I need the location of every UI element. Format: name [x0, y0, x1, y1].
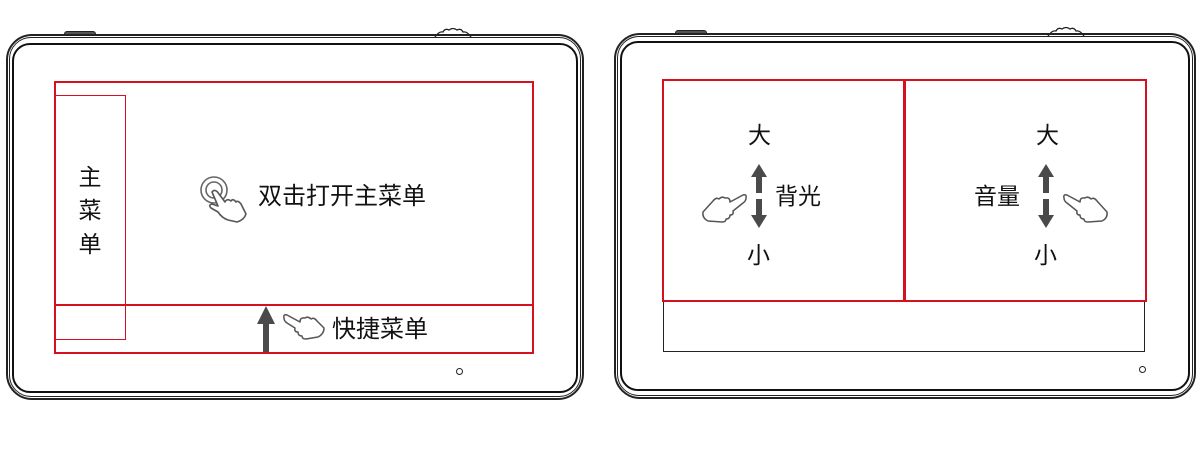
backlight-zone[interactable]: [662, 79, 906, 302]
volume-high-label: 大: [1036, 123, 1059, 149]
double-tap-hand-icon: [200, 176, 247, 223]
power-button: [64, 31, 96, 36]
device-screen-frame: [12, 43, 578, 393]
main-menu-char: 主: [78, 165, 102, 191]
main-menu-char: 单: [78, 231, 102, 258]
swipe-up-arrow-icon: [257, 306, 275, 352]
knob-icon: [434, 27, 472, 38]
main-menu-zone[interactable]: [55, 95, 126, 340]
device-left: 主 菜 单 双击打开主菜单 快捷菜单: [6, 27, 584, 400]
backlight-low-label: 小: [747, 243, 770, 269]
quick-menu-label: 快捷菜单: [332, 315, 428, 343]
power-button: [675, 30, 707, 35]
main-menu-char: 菜: [78, 198, 102, 225]
volume-zone[interactable]: [903, 79, 1147, 302]
backlight-label: 背光: [775, 184, 821, 210]
volume-low-label: 小: [1034, 243, 1057, 269]
device-right: 大 背光 小 大 音量 小: [600, 0, 1199, 456]
mic-hole: [1139, 366, 1146, 373]
device-bezel-outer: [614, 33, 1196, 399]
up-down-arrow-icon: [1038, 164, 1054, 228]
device-bezel-outer: [6, 34, 584, 400]
double-tap-instruction: 双击打开主菜单: [258, 182, 426, 210]
pointing-hand-icon: [283, 314, 325, 340]
mic-hole: [456, 368, 463, 375]
quick-menu-divider: [55, 304, 533, 306]
bottom-bar-zone: [663, 300, 1145, 352]
volume-label: 音量: [974, 184, 1020, 210]
device-bezel-mid: [9, 37, 581, 397]
knob-icon: [1047, 26, 1085, 37]
pointing-hand-icon: [702, 194, 747, 223]
main-menu-label: 主 菜 单: [78, 162, 102, 262]
backlight-high-label: 大: [748, 123, 771, 149]
device-bezel-mid: [617, 36, 1193, 396]
pointing-hand-icon: [1063, 194, 1108, 223]
up-down-arrow-icon: [751, 164, 767, 228]
